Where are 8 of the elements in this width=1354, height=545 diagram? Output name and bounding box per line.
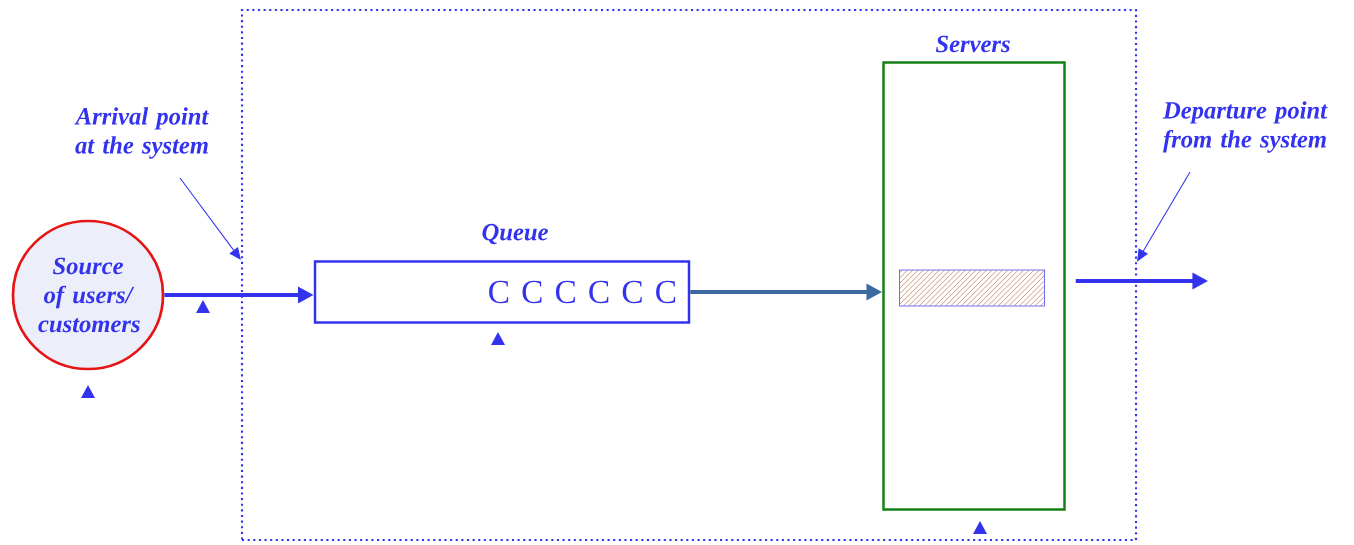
server-bar xyxy=(899,269,1046,307)
system-boundary xyxy=(240,8,1138,542)
servers-heading: Servers xyxy=(935,35,1010,53)
queue-box: C C C C C C xyxy=(313,260,691,324)
callout-text: Departure point from the system xyxy=(1162,101,1328,153)
callout-text: Arrival point at the system xyxy=(74,107,209,159)
queue-heading: Queue xyxy=(482,223,548,245)
leader-line xyxy=(1137,171,1191,262)
